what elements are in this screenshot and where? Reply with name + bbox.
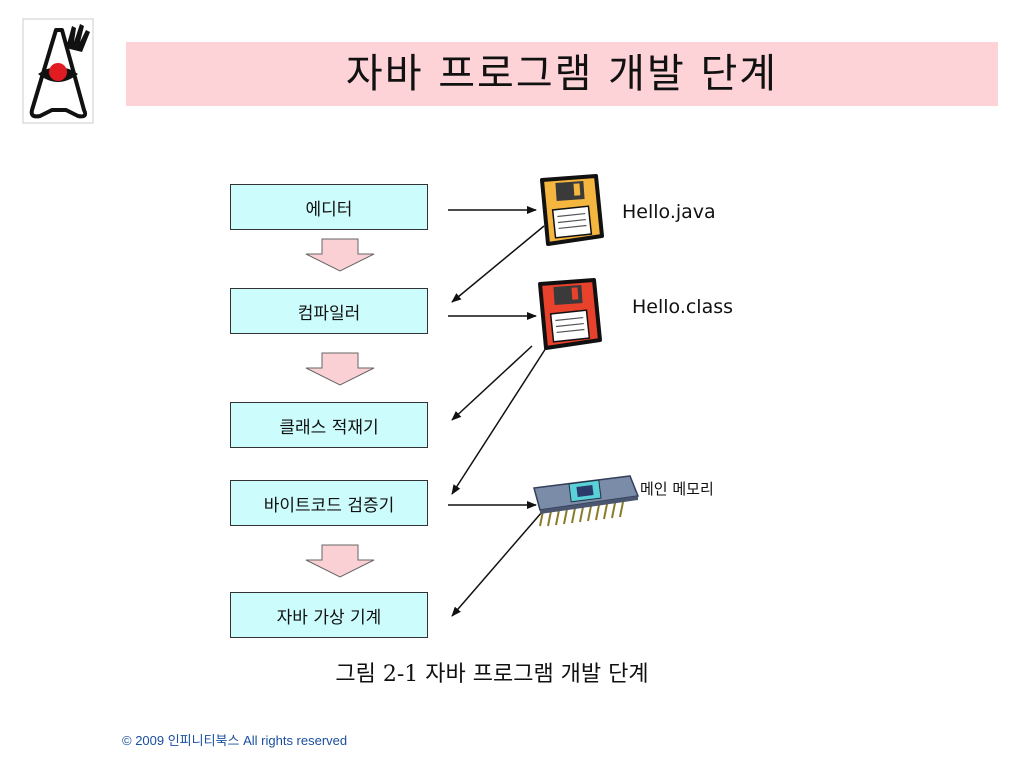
step-compiler: 컴파일러	[230, 288, 428, 334]
memory-chip-icon	[533, 475, 640, 527]
step-label: 바이트코드 검증기	[263, 495, 395, 516]
file-label-class: Hello.class	[632, 296, 734, 318]
floppy-disk-icon	[540, 174, 604, 246]
java-duke-logo-icon	[22, 18, 94, 124]
floppy-disk-icon	[538, 278, 602, 350]
arrow-class-to-verifier	[451, 347, 547, 495]
step-jvm: 자바 가상 기계	[230, 592, 428, 638]
down-arrow-icon	[305, 238, 375, 272]
step-label: 컴파일러	[297, 303, 361, 324]
arrow-class-to-loader	[451, 345, 533, 421]
figure-caption: 그림 2-1 자바 프로그램 개발 단계	[335, 662, 649, 687]
down-arrow-icon	[305, 352, 375, 386]
arrow-memory-to-jvm	[451, 511, 543, 617]
step-class-loader: 클래스 적재기	[230, 402, 428, 448]
step-bytecode-verifier: 바이트코드 검증기	[230, 480, 428, 526]
page-title: 자바 프로그램 개발 단계	[345, 51, 779, 97]
title-banner: 자바 프로그램 개발 단계	[126, 42, 998, 106]
step-label: 에디터	[305, 199, 353, 220]
step-editor: 에디터	[230, 184, 428, 230]
file-label-java: Hello.java	[622, 201, 716, 223]
down-arrow-icon	[305, 544, 375, 578]
step-label: 자바 가상 기계	[276, 607, 382, 628]
copyright-notice: © 2009 인피니티북스 All rights reserved	[122, 733, 348, 748]
memory-label: 메인 메모리	[640, 480, 714, 498]
arrow-java-to-compiler	[451, 225, 545, 303]
step-label: 클래스 적재기	[279, 417, 379, 438]
